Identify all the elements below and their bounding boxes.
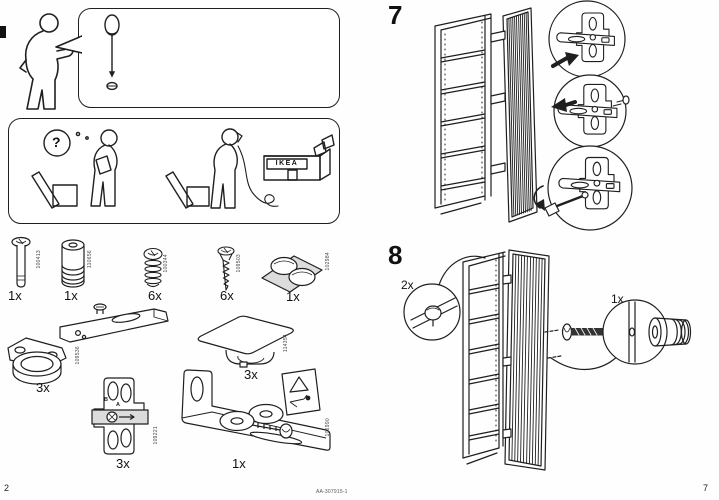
part-number: 109536 — [75, 346, 81, 365]
part-qty: 3x — [36, 380, 50, 395]
step-8-illustration — [403, 240, 692, 500]
plate-letter-b: B — [104, 397, 108, 403]
cover-cap-icon — [197, 315, 294, 368]
part-qty: 6x — [148, 288, 162, 303]
mounting-plate-icon — [91, 377, 149, 455]
document-code: AA-307915-1 — [316, 489, 348, 495]
screw-long-icon — [11, 236, 31, 288]
part-number: 110656 — [87, 250, 93, 269]
part-qty: 1x — [286, 289, 300, 304]
knob-cylinder-icon — [61, 239, 85, 288]
ikea-store-sign: IKEA — [275, 160, 299, 167]
scan-artifact — [0, 26, 6, 38]
plate-letter-a: A — [116, 402, 120, 408]
tools-panel — [78, 8, 340, 108]
bumper-plate-icon — [261, 255, 323, 293]
wood-screw-icon — [217, 246, 235, 291]
part-qty: 3x — [244, 367, 258, 382]
euro-screw-icon — [143, 247, 163, 288]
question-mark-icon: ? — [52, 134, 61, 150]
ikea-man-icon — [19, 13, 74, 110]
bracket-kit-icon — [181, 368, 331, 451]
step-7-number: 7 — [388, 0, 403, 30]
part-number: 109221 — [153, 426, 159, 445]
part-number: 100344 — [163, 254, 169, 273]
dowel-qty-label: 2x — [401, 278, 414, 292]
part-qty: 1x — [232, 456, 246, 471]
part-number: 100413 — [36, 250, 42, 269]
part-qty: 1x — [8, 288, 22, 303]
part-number: 114354 — [283, 334, 289, 353]
part-number: 106990 — [325, 418, 331, 437]
knob-qty-label: 1x — [611, 292, 624, 306]
speech-bubble-tail — [55, 35, 82, 54]
part-number: 102984 — [325, 252, 331, 271]
hinge-icon — [7, 303, 169, 385]
part-qty: 1x — [64, 288, 78, 303]
part-qty: 3x — [116, 456, 130, 471]
screwdriver-icon — [104, 14, 120, 91]
help-panel-illustration — [31, 128, 335, 209]
page-number-left: 2 — [4, 483, 10, 493]
page-number-right: 7 — [703, 483, 709, 493]
step-7-illustration — [434, 0, 633, 240]
part-number: 109503 — [236, 254, 242, 273]
part-qty: 6x — [220, 288, 234, 303]
step-8-number: 8 — [388, 240, 403, 270]
